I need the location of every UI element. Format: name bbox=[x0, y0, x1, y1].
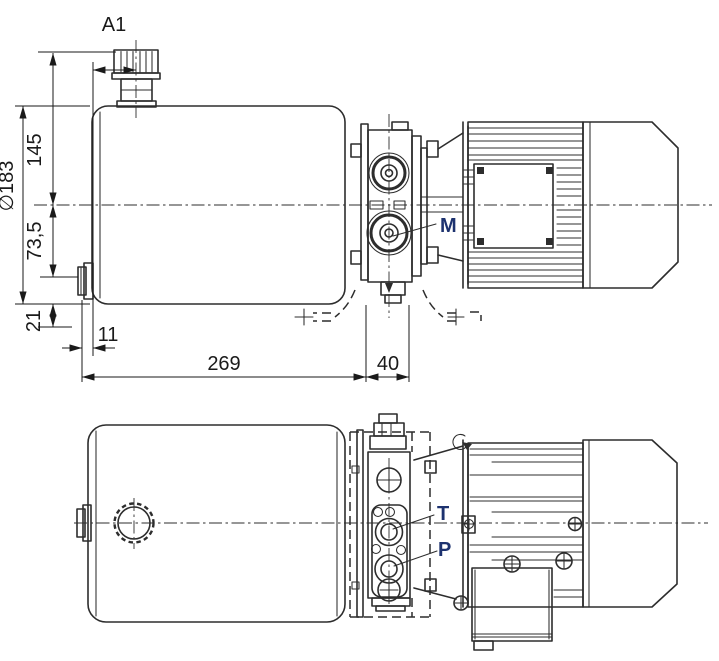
phantom-bracket-side bbox=[294, 289, 482, 326]
p-leader-line bbox=[393, 550, 438, 567]
t-leader-line bbox=[392, 514, 435, 530]
port-label-p: P bbox=[438, 539, 451, 561]
drain-plug-side bbox=[77, 262, 94, 300]
foot-screw-2 bbox=[555, 552, 573, 570]
center-mark-left bbox=[294, 308, 314, 326]
port-label-m: M bbox=[440, 215, 457, 237]
valve-block-side bbox=[350, 114, 439, 318]
dim-label-a1: A1 bbox=[102, 14, 126, 36]
motor-side bbox=[420, 121, 679, 289]
side-view: M bbox=[0, 14, 712, 382]
drain-plug-plan bbox=[76, 504, 92, 542]
fan-cover-side bbox=[582, 121, 679, 289]
filler-cap-plan bbox=[113, 498, 155, 549]
center-mark-right bbox=[447, 308, 465, 326]
dim-label-21: 21 bbox=[23, 310, 45, 332]
flange-screw bbox=[453, 595, 469, 611]
cover-screw bbox=[567, 516, 583, 532]
dimensions-side: A1 145 73,5 ∅183 21 11 269 40 bbox=[0, 14, 410, 382]
foot-screw-1 bbox=[503, 555, 521, 573]
terminal-box-side bbox=[473, 163, 554, 249]
port-label-t: T bbox=[437, 503, 449, 525]
port-t bbox=[374, 517, 404, 547]
dim-label-40: 40 bbox=[377, 353, 399, 375]
filler-breather-cap bbox=[111, 40, 161, 118]
tank-body bbox=[91, 105, 346, 305]
dim-label-269: 269 bbox=[207, 353, 240, 375]
phantom-bracket-plan bbox=[349, 431, 431, 618]
terminal-box-plan bbox=[471, 567, 553, 651]
motor-body-plan bbox=[467, 442, 584, 608]
dim-label-dia183: ∅183 bbox=[0, 161, 18, 212]
plan-view: T P bbox=[74, 413, 708, 651]
tank-plan bbox=[87, 424, 346, 623]
m-leader-line bbox=[392, 223, 437, 237]
dim-label-145: 145 bbox=[24, 133, 46, 166]
valve-block-plan bbox=[351, 413, 437, 618]
motor-plan bbox=[461, 439, 678, 651]
dim-label-11: 11 bbox=[98, 324, 119, 346]
tie-rods bbox=[413, 445, 464, 600]
cable-gland bbox=[473, 640, 494, 651]
tank-side bbox=[91, 105, 346, 305]
fan-cover-plan bbox=[582, 439, 678, 608]
dim-label-73-5: 73,5 bbox=[24, 222, 46, 261]
shaft-center-mark bbox=[461, 515, 476, 534]
